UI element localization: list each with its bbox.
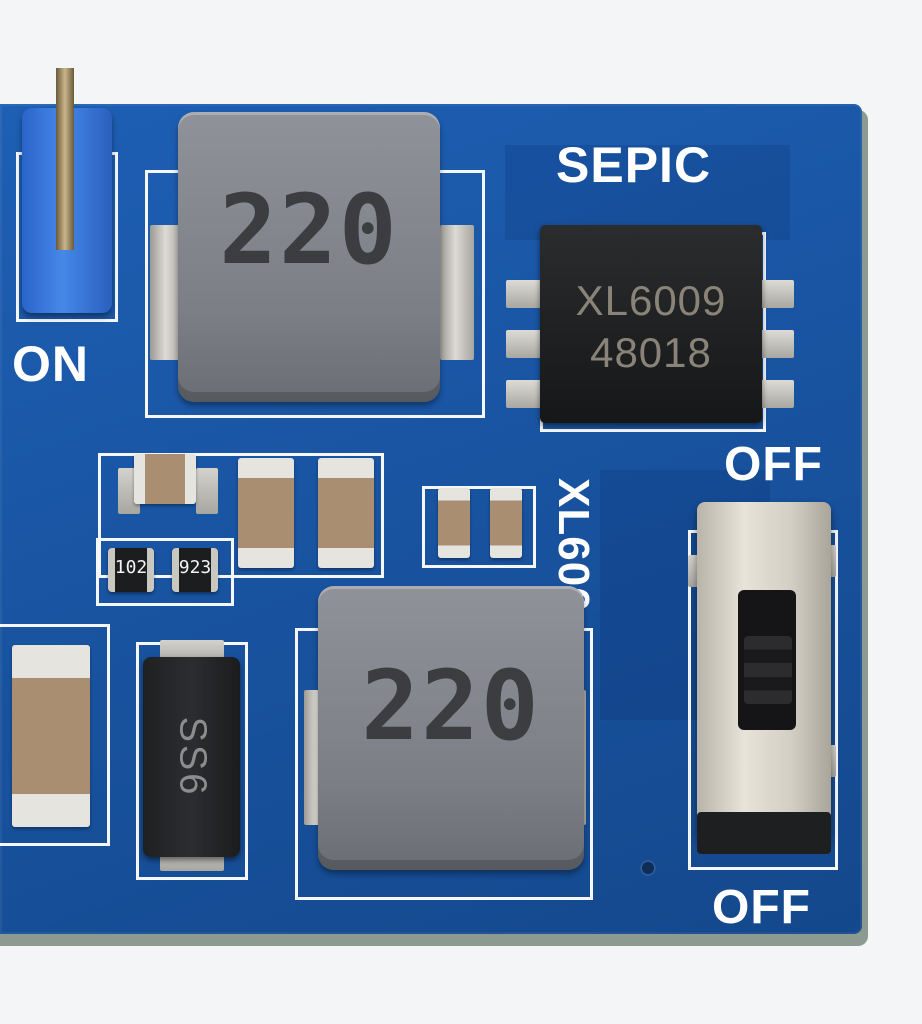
resistor-102: 102 bbox=[108, 548, 154, 592]
small-cap-outline bbox=[422, 486, 536, 568]
cap-pad bbox=[196, 468, 218, 514]
switch-off-label-bottom: OFF bbox=[712, 881, 811, 934]
switch-knob[interactable] bbox=[744, 636, 792, 704]
diode-marking: SS6 bbox=[171, 716, 213, 798]
inductor-top-marking: 220 bbox=[219, 174, 399, 286]
capacitor bbox=[318, 458, 374, 568]
resistor-outline bbox=[96, 538, 234, 606]
inductor-bottom: 220 bbox=[318, 586, 584, 870]
resistor-923: 923 bbox=[172, 548, 218, 592]
left-cap-outline bbox=[0, 624, 110, 846]
capacitor bbox=[238, 458, 294, 568]
inductor-top: 220 bbox=[178, 112, 440, 402]
via-hole bbox=[640, 860, 656, 876]
cap-group-outline bbox=[98, 453, 384, 578]
capacitor-large bbox=[12, 645, 90, 827]
capacitor bbox=[134, 454, 196, 504]
resistor-102-marking: 102 bbox=[114, 557, 148, 578]
ic-marking-line1: XL6009 bbox=[575, 277, 727, 324]
ic-marking-line2: 48018 bbox=[590, 329, 712, 376]
ic-pin bbox=[506, 280, 542, 308]
jumper-on-label: ON bbox=[12, 336, 89, 392]
ic-pin bbox=[758, 330, 794, 358]
ic-xl6009: XL6009 48018 bbox=[540, 225, 762, 423]
switch-base bbox=[697, 812, 831, 854]
ic-pin bbox=[506, 380, 542, 408]
jumper-pin bbox=[56, 68, 74, 250]
sepic-label: SEPIC bbox=[556, 137, 712, 193]
inductor-top-pad-right bbox=[440, 225, 474, 360]
capacitor bbox=[438, 488, 470, 558]
resistor-923-marking: 923 bbox=[178, 557, 212, 578]
inductor-bottom-marking: 220 bbox=[361, 650, 541, 762]
ic-pin bbox=[506, 330, 542, 358]
diode-ss6: SS6 bbox=[143, 657, 240, 857]
capacitor bbox=[490, 488, 522, 558]
copper-zone bbox=[505, 145, 790, 240]
switch-off-label-top: OFF bbox=[724, 438, 823, 491]
ic-pin bbox=[758, 280, 794, 308]
ic-pin bbox=[758, 380, 794, 408]
